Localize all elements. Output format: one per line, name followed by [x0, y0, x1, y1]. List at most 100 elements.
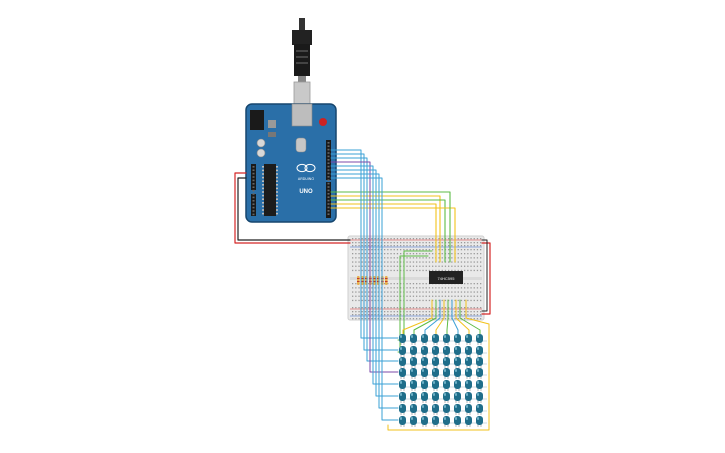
- arduino-logo-text: ARDUINO: [298, 177, 314, 181]
- wire: [424, 299, 441, 337]
- led: [443, 334, 450, 343]
- wire: [330, 191, 451, 263]
- wire: [330, 207, 456, 263]
- wire: [330, 153, 399, 351]
- led: [421, 380, 428, 389]
- shift-register-chip[interactable]: 74HC595: [429, 271, 463, 284]
- atmega-chip-pins: [262, 166, 278, 215]
- led: [443, 368, 450, 377]
- led: [454, 368, 461, 377]
- led: [454, 392, 461, 401]
- led: [421, 334, 428, 343]
- resistor: [385, 276, 388, 285]
- led: [410, 380, 417, 389]
- wire: [481, 242, 491, 315]
- led: [421, 368, 428, 377]
- led: [443, 380, 450, 389]
- led: [432, 380, 439, 389]
- led: [465, 380, 472, 389]
- led: [465, 416, 472, 425]
- wire: [330, 169, 399, 397]
- led: [476, 380, 483, 389]
- wire: [330, 177, 399, 421]
- atmega-chip: [264, 164, 276, 216]
- led: [432, 416, 439, 425]
- wire: [459, 299, 481, 337]
- led: [410, 346, 417, 355]
- led: [465, 334, 472, 343]
- led: [399, 357, 406, 366]
- wire: [451, 299, 459, 337]
- led: [465, 392, 472, 401]
- led: [465, 404, 472, 413]
- wire: [330, 173, 399, 409]
- led: [421, 392, 428, 401]
- usb-cable: [292, 18, 312, 105]
- reset-button[interactable]: [319, 118, 327, 126]
- led: [410, 368, 417, 377]
- led: [476, 346, 483, 355]
- led: [465, 357, 472, 366]
- led: [443, 357, 450, 366]
- led: [454, 380, 461, 389]
- led-matrix[interactable]: [399, 334, 487, 427]
- wire: [330, 203, 437, 263]
- led: [454, 357, 461, 366]
- led: [432, 357, 439, 366]
- wire: [402, 299, 433, 337]
- capacitor: [256, 138, 266, 148]
- led: [476, 357, 483, 366]
- led: [399, 392, 406, 401]
- led: [465, 346, 472, 355]
- led: [465, 368, 472, 377]
- led: [454, 346, 461, 355]
- led: [454, 404, 461, 413]
- led: [410, 334, 417, 343]
- led: [476, 334, 483, 343]
- resistor: [357, 276, 360, 285]
- led: [421, 357, 428, 366]
- wire: [446, 299, 449, 337]
- led: [432, 392, 439, 401]
- arduino-uno-board[interactable]: ARDUINO UNO: [245, 103, 337, 223]
- pin-headers: [251, 140, 331, 218]
- led: [432, 404, 439, 413]
- chip-label: 74HC595: [438, 276, 456, 281]
- led: [399, 404, 406, 413]
- usb-port: [291, 103, 313, 127]
- led: [399, 416, 406, 425]
- led: [421, 404, 428, 413]
- led: [432, 334, 439, 343]
- led: [410, 357, 417, 366]
- led: [476, 392, 483, 401]
- led: [399, 368, 406, 377]
- arduino-model-text: UNO: [299, 189, 313, 195]
- led: [421, 416, 428, 425]
- led: [476, 368, 483, 377]
- wire: [455, 299, 470, 337]
- led: [399, 334, 406, 343]
- capacitor: [256, 148, 266, 158]
- breadboard[interactable]: [347, 235, 485, 321]
- wire: [330, 161, 399, 373]
- wire: [481, 239, 488, 312]
- led: [399, 346, 406, 355]
- arduino-logo: ARDUINO UNO: [296, 163, 316, 195]
- led: [410, 392, 417, 401]
- led: [410, 404, 417, 413]
- wire: [413, 299, 437, 337]
- led: [432, 368, 439, 377]
- wire: [435, 299, 445, 337]
- led: [443, 404, 450, 413]
- crystal-oscillator: [295, 137, 307, 153]
- led: [443, 392, 450, 401]
- led: [454, 334, 461, 343]
- wire: [237, 177, 351, 241]
- led: [432, 346, 439, 355]
- wire: [387, 299, 490, 431]
- led: [476, 416, 483, 425]
- led: [476, 404, 483, 413]
- wire: [234, 172, 351, 244]
- led: [410, 416, 417, 425]
